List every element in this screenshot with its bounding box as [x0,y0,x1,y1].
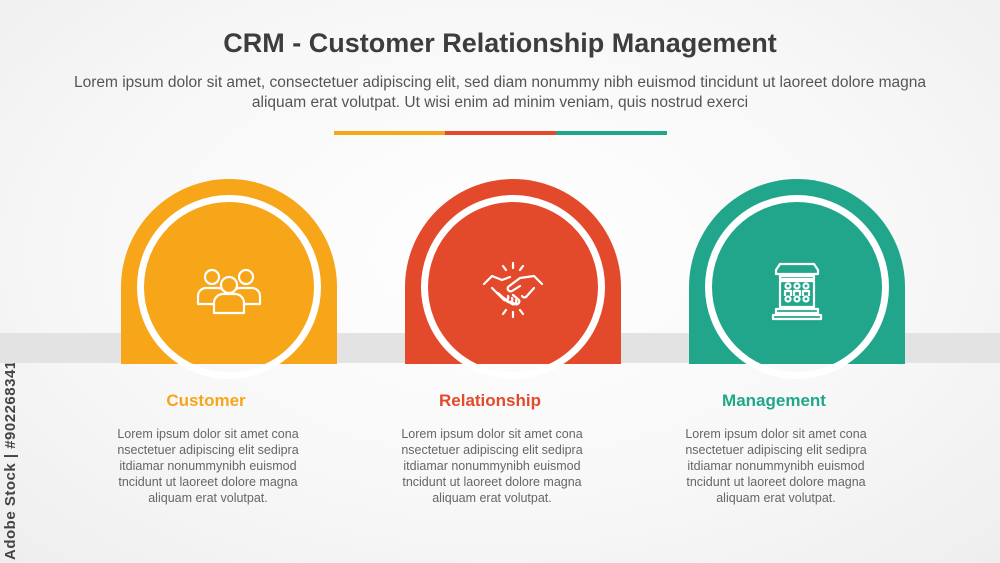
institution-building-icon [740,230,854,344]
crm-card-customer: C [121,179,337,379]
icon-ring [421,195,605,379]
accent-bar-green [556,131,667,135]
page-subtitle: Lorem ipsum dolor sit amet, consectetuer… [73,74,927,111]
description-management: Lorem ipsum dolor sit amet cona nsectetu… [658,426,894,506]
description-line: aliquam erat volutpat. [716,491,836,505]
crm-card-relationship: R [405,179,621,379]
label-management: Management [722,391,826,410]
description-line: aliquam erat volutpat. [148,491,268,505]
icon-ring [137,195,321,379]
description-line: tncidunt ut laoreet dolore magna [118,475,298,489]
description-line: aliquam erat volutpat. [432,491,552,505]
description-line: Lorem ipsum dolor sit amet cona [117,427,299,441]
description-relationship: Lorem ipsum dolor sit amet cona nsectetu… [374,426,610,506]
description-line: Lorem ipsum dolor sit amet cona [685,427,867,441]
description-customer: Lorem ipsum dolor sit amet cona nsectetu… [90,426,326,506]
people-group-icon [172,230,286,344]
page-title: CRM - Customer Relationship Management [223,28,777,58]
description-line: Lorem ipsum dolor sit amet cona [401,427,583,441]
description-line: itdiamar nonummynibh euismod [687,459,865,473]
accent-bar-orange [334,131,445,135]
label-customer: Customer [166,391,246,410]
description-line: tncidunt ut laoreet dolore magna [686,475,866,489]
description-line: itdiamar nonummynibh euismod [403,459,581,473]
description-line: tncidunt ut laoreet dolore magna [402,475,582,489]
description-line: nsectetuer adipiscing elit sedipra [685,443,867,457]
description-line: nsectetuer adipiscing elit sedipra [401,443,583,457]
handshake-icon [456,230,570,344]
crm-card-management: M [689,179,905,379]
description-line: itdiamar nonummynibh euismod [119,459,297,473]
accent-bar-red [445,131,556,135]
icon-ring [705,195,889,379]
description-line: nsectetuer adipiscing elit sedipra [117,443,299,457]
label-relationship: Relationship [438,391,541,410]
